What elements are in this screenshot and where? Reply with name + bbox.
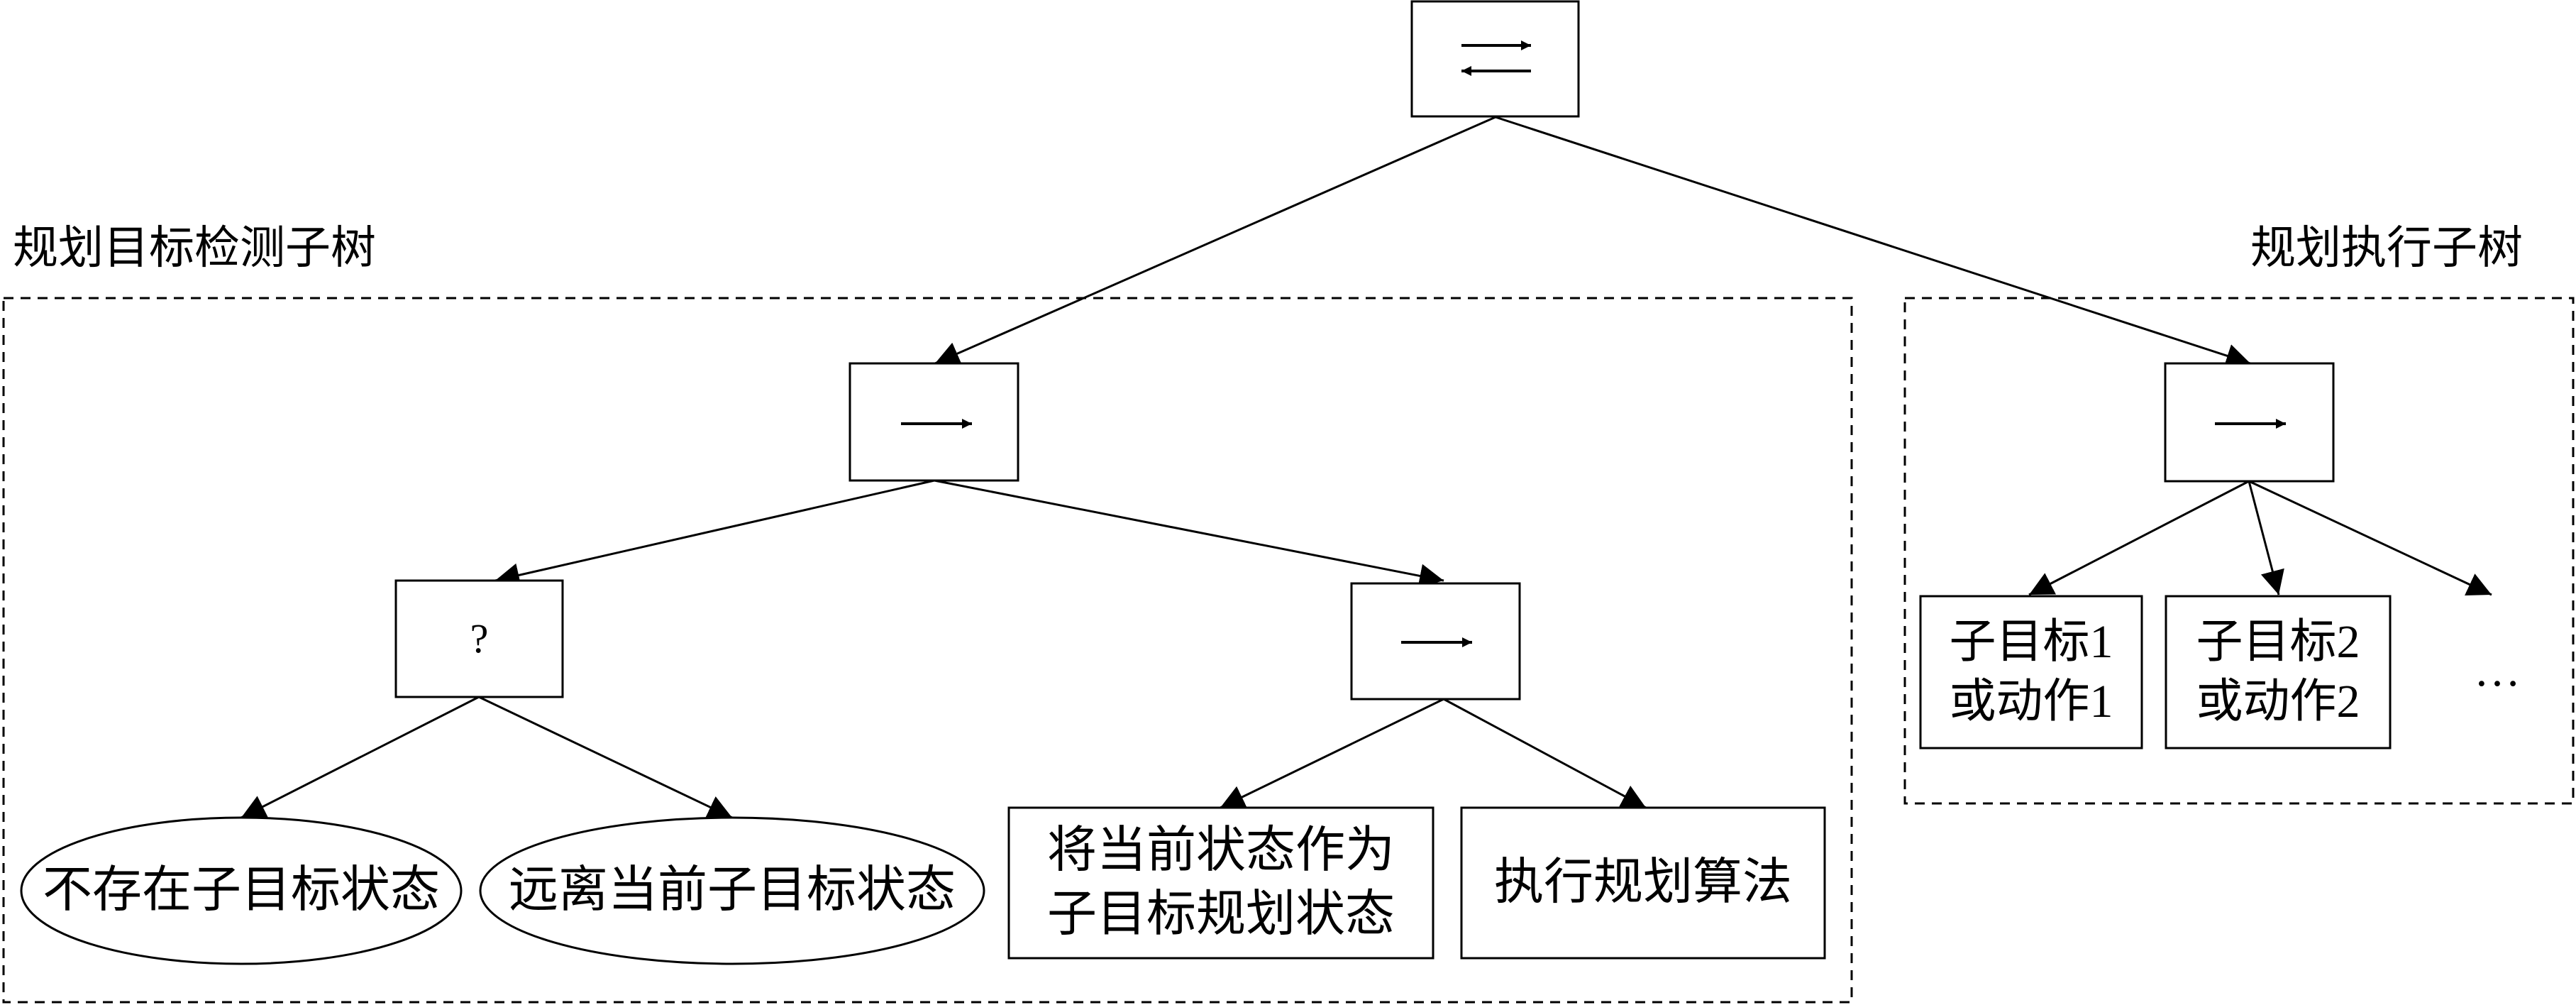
- subgoal2-box: [2165, 595, 2392, 749]
- edge-right-sequence-to-subgoal1: [2028, 480, 2250, 596]
- action-run-planner-label: 执行规划算法: [1494, 855, 1792, 911]
- condition-far-from-subgoal-ellipse: [479, 816, 985, 965]
- selector-node: [394, 579, 564, 698]
- planning-goal-detection-subtree-label: 规划目标检测子树: [13, 223, 376, 273]
- action-run-planner-box: [1460, 806, 1826, 960]
- root-parallel-node: [1410, 0, 1580, 118]
- edge-mid-sequence-to-set-state: [1220, 698, 1444, 809]
- edge-right-sequence-to-subgoal2: [2248, 480, 2284, 595]
- selector-label: ?: [470, 615, 489, 661]
- subgoal1-label: 子目标1 或动作1: [1949, 615, 2113, 727]
- subgoal1-box: [1919, 595, 2143, 749]
- action-set-state-box: [1007, 806, 1435, 960]
- parallel-arrows-icon: [1461, 40, 1531, 76]
- planning-goal-detection-subtree-region: [2, 297, 1853, 1004]
- more-children-ellipsis: …: [2474, 644, 2521, 696]
- edge-selector-to-no-subgoal: [241, 696, 480, 819]
- edge-root-to-left-sequence: [934, 116, 1496, 365]
- planning-execution-subtree-region: [1903, 297, 2575, 805]
- edge-right-sequence-to-more: [2248, 480, 2492, 596]
- condition-no-subgoal-label: 不存在子目标状态: [43, 863, 440, 918]
- planning-execution-subtree-label: 规划执行子树: [2250, 223, 2523, 273]
- subgoal2-label: 子目标2 或动作2: [2196, 615, 2360, 727]
- edge-left-sequence-to-selector: [494, 479, 935, 588]
- action-set-state-label: 将当前状态作为 子目标规划状态: [1047, 823, 1395, 942]
- mid-sequence-node: [1350, 582, 1521, 701]
- edges: [241, 116, 2492, 819]
- edge-left-sequence-to-mid-sequence: [934, 479, 1444, 588]
- edge-selector-to-far-from-subgoal: [478, 696, 733, 819]
- edge-mid-sequence-to-run-planner: [1443, 698, 1647, 809]
- edge-root-to-right-sequence: [1495, 116, 2251, 368]
- left-sequence-node: [848, 362, 1019, 482]
- right-sequence-node: [2164, 362, 2335, 483]
- condition-far-from-subgoal-label: 远离当前子目标状态: [509, 863, 956, 918]
- condition-no-subgoal-ellipse: [20, 816, 463, 965]
